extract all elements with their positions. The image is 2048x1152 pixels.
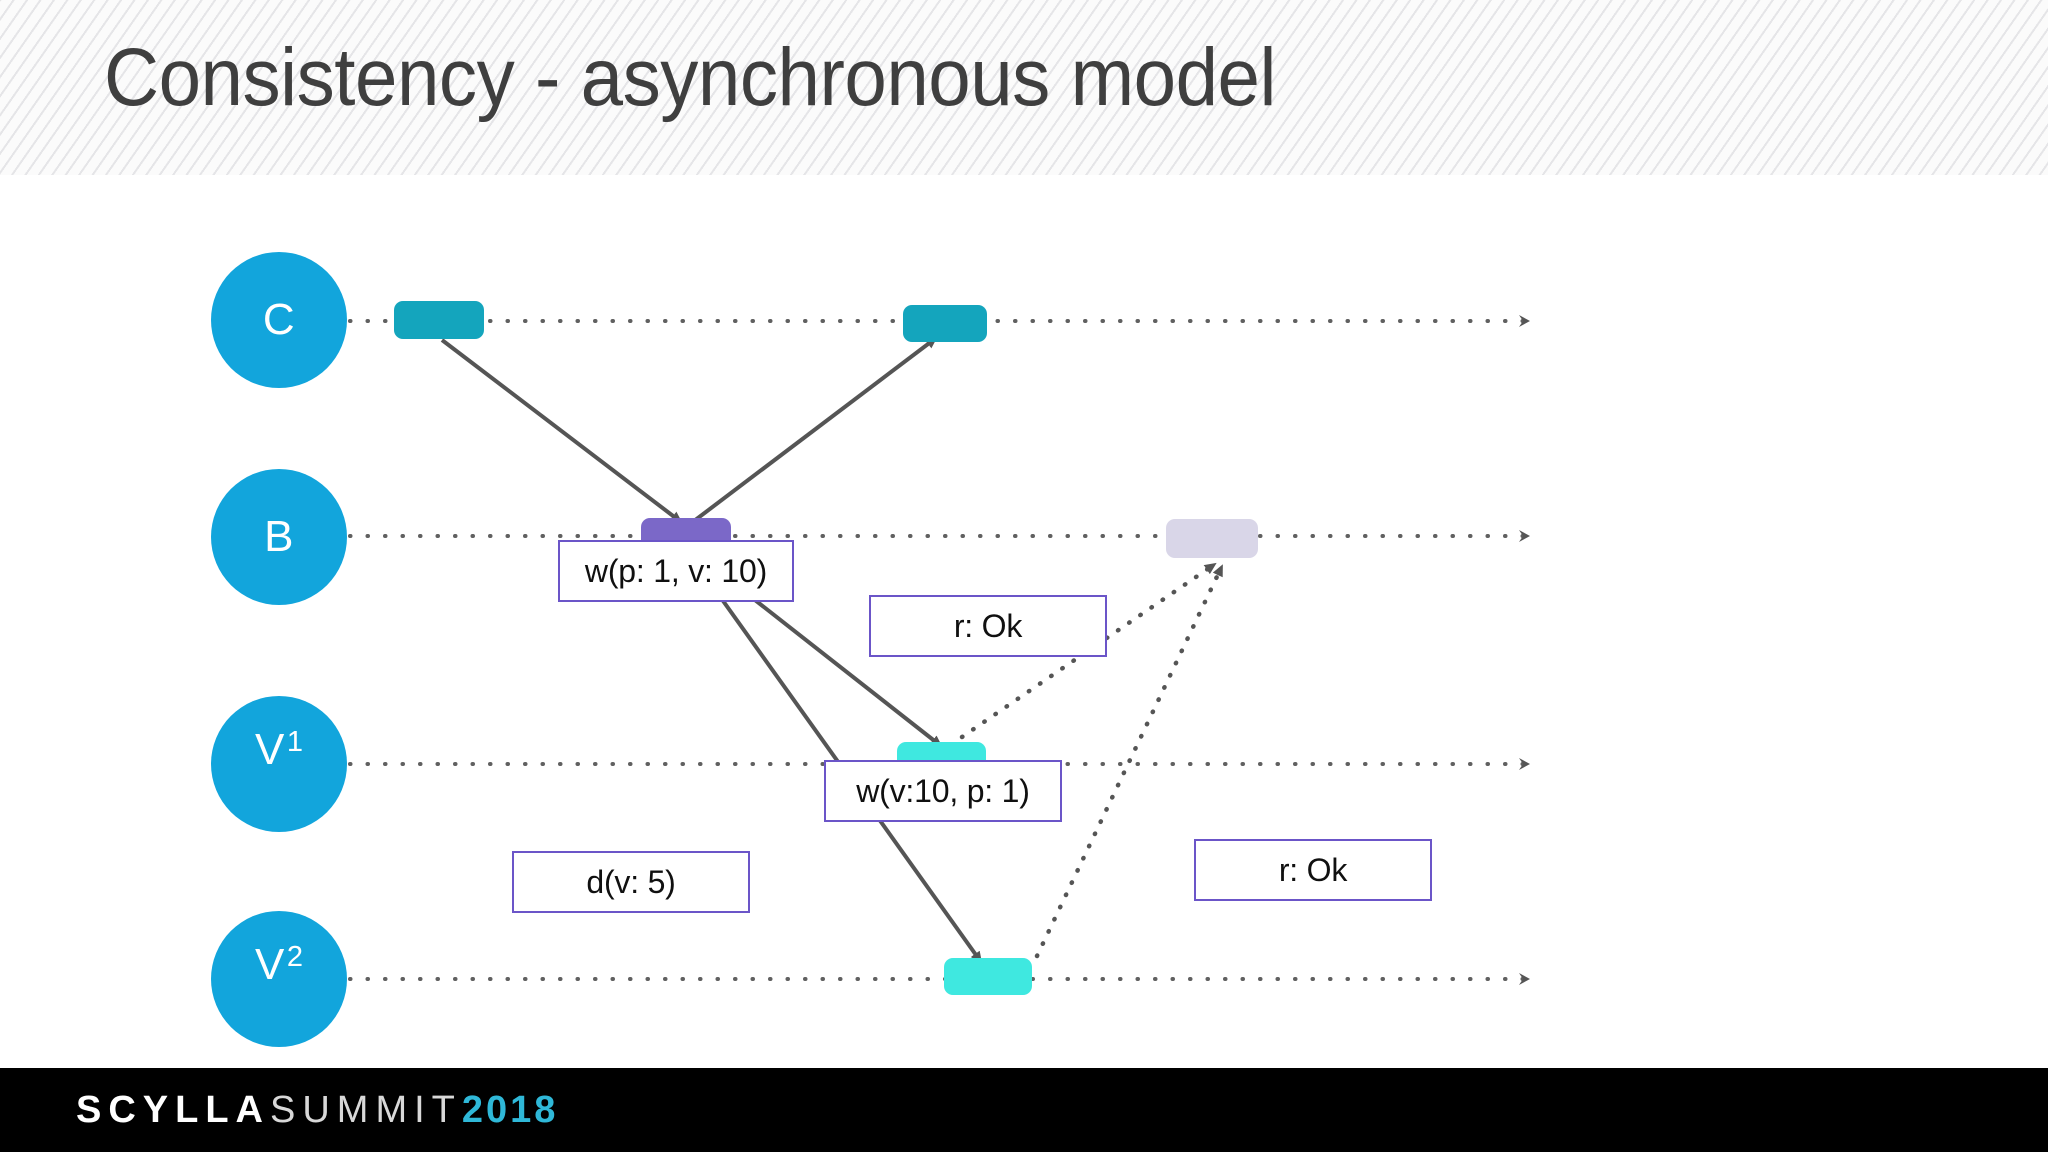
- arrow-ack-v2: [1034, 563, 1225, 959]
- sequence-diagram: C B V 1 V 2 w(p: 1, v: 10) r: Ok w(v:10,…: [0, 184, 2048, 1068]
- node-v2-subscript: 2: [286, 940, 303, 973]
- node-b-label: B: [264, 512, 294, 561]
- logo-summit: SUMMIT: [270, 1089, 462, 1131]
- msg-label-replicate-v1: w(v:10, p: 1): [856, 772, 1030, 809]
- v2-write-bar[interactable]: [944, 958, 1032, 995]
- node-v1-label: V: [255, 724, 285, 774]
- msg-box-ack-from-nodes[interactable]: r: Ok: [1194, 839, 1432, 901]
- msg-box-client-ack[interactable]: r: Ok: [869, 595, 1107, 657]
- msg-box-write-request[interactable]: w(p: 1, v: 10): [558, 540, 794, 602]
- page-title: Consistency - asynchronous model: [104, 32, 1276, 123]
- footer-bar: SCYLLASUMMIT2018: [0, 1068, 2048, 1152]
- arrow-replicate-v2: [684, 547, 983, 964]
- msg-label-replicate-v2: d(v: 5): [586, 863, 676, 900]
- broker-idle-bar[interactable]: [1166, 519, 1258, 558]
- diagram-wires: [348, 315, 1530, 985]
- msg-box-replicate-v2[interactable]: d(v: 5): [512, 851, 750, 913]
- client-request-bar[interactable]: [394, 301, 484, 339]
- arrow-ack-v1: [959, 561, 1218, 740]
- arrow-write-request: [440, 338, 683, 524]
- node-b[interactable]: B: [211, 469, 347, 605]
- msg-label-ack-from-nodes: r: Ok: [1278, 851, 1348, 888]
- node-v2-label: V: [255, 939, 285, 989]
- node-v1-subscript: 1: [286, 725, 303, 758]
- node-v1[interactable]: V 1: [211, 696, 347, 832]
- node-c-label: C: [262, 295, 296, 344]
- node-c[interactable]: C: [211, 252, 347, 388]
- logo-year: 2018: [461, 1089, 559, 1131]
- client-response-bar[interactable]: [903, 305, 987, 342]
- msg-box-replicate-v1[interactable]: w(v:10, p: 1): [824, 760, 1062, 822]
- scylla-summit-logo: SCYLLASUMMIT2018: [76, 1089, 558, 1131]
- node-v2[interactable]: V 2: [211, 911, 347, 1047]
- arrow-client-ack: [688, 336, 938, 526]
- msg-label-client-ack: r: Ok: [953, 607, 1023, 644]
- logo-scylla: SCYLLA: [76, 1089, 270, 1131]
- msg-label-write-request: w(p: 1, v: 10): [584, 552, 768, 589]
- title-band: Consistency - asynchronous model: [0, 0, 2048, 184]
